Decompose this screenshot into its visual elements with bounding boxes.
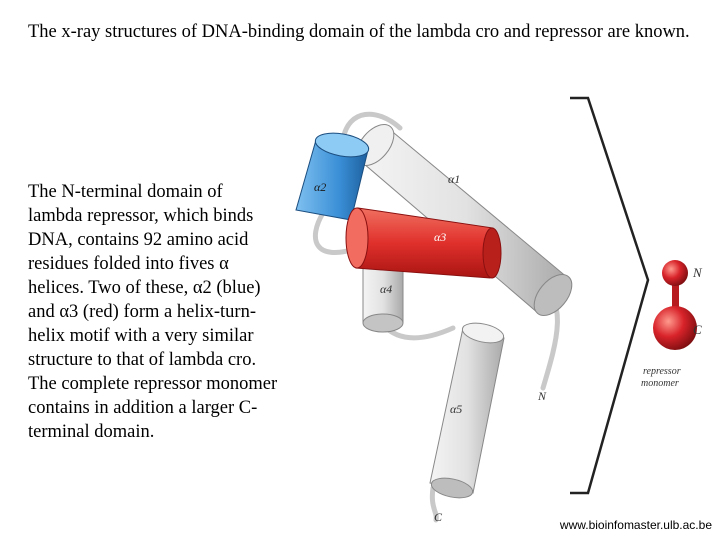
alpha2-helix [295,132,370,221]
slide-title: The x-ray structures of DNA-binding doma… [28,22,690,42]
label-monomer-line1: repressor [643,366,681,377]
repressor-monomer-icon [653,260,697,350]
label-n-terminus: N [537,389,547,403]
alpha1-helix [355,124,573,316]
label-alpha2: α2 [314,180,326,194]
source-url: www.bioinfomaster.ulb.ac.be [559,518,712,532]
protein-structure-diagram: α2 α1 α3 α4 α5 N C N C repressor monomer [295,96,703,524]
label-alpha3: α3 [434,230,446,244]
label-monomer-line2: monomer [641,378,679,389]
label-alpha1: α1 [448,172,460,186]
label-c-terminus: C [434,510,443,524]
label-alpha5: α5 [450,402,462,416]
domain-bracket [570,96,650,495]
protein-structure-figure: α2 α1 α3 α4 α5 N C N C repressor monomer [268,88,720,528]
alpha5-helix [429,322,505,499]
description-text: The N-terminal domain of lambda represso… [28,182,278,442]
label-alpha4: α4 [380,282,392,296]
label-domain-c: C [693,322,702,337]
alpha3-helix [345,207,502,279]
label-domain-n: N [692,265,703,280]
